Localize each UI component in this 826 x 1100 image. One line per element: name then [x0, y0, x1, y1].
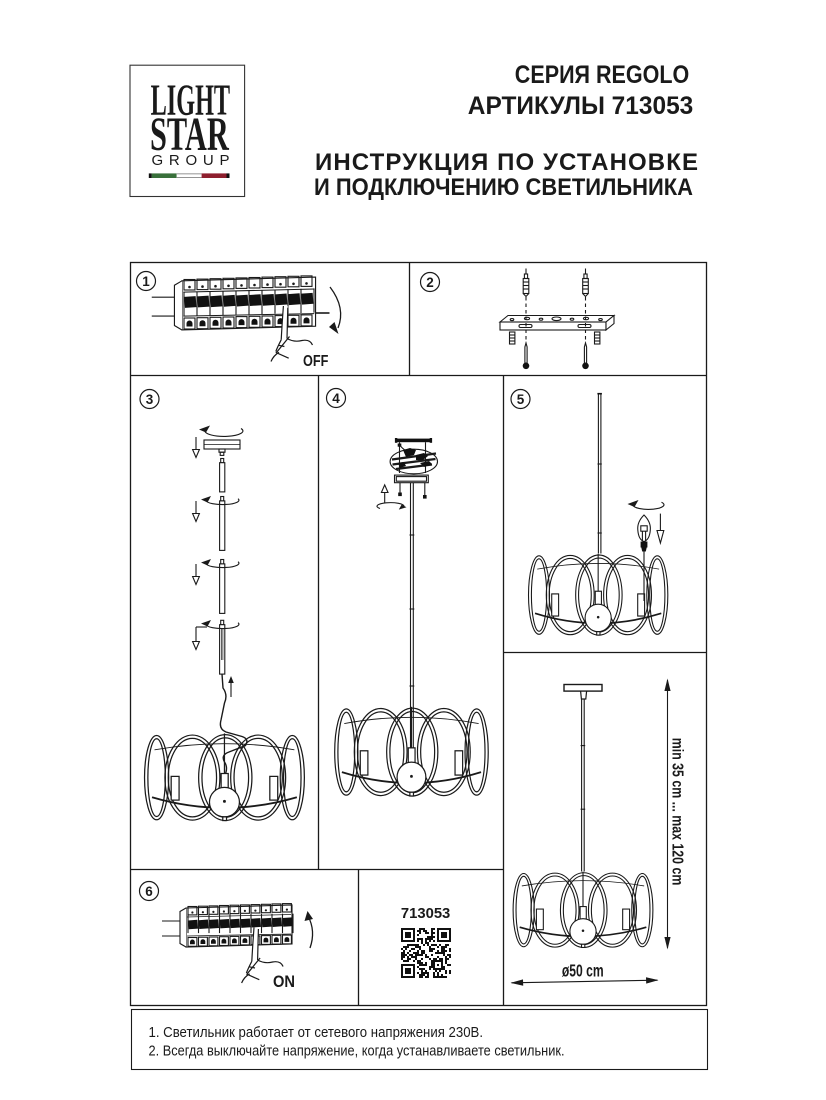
svg-text:713053: 713053 [401, 905, 450, 922]
svg-text:min 35 cm ... max 120 cm: min 35 cm ... max 120 cm [669, 738, 686, 886]
svg-text:И ПОДКЛЮЧЕНИЮ СВЕТИЛЬНИКА: И ПОДКЛЮЧЕНИЮ СВЕТИЛЬНИКА [314, 174, 693, 201]
svg-text:АРТИКУЛЫ 713053: АРТИКУЛЫ 713053 [468, 92, 694, 120]
svg-text:6: 6 [145, 884, 153, 899]
svg-text:LIGHT: LIGHT [151, 75, 231, 125]
svg-text:4: 4 [332, 391, 340, 406]
svg-text:2: 2 [426, 275, 434, 290]
svg-text:ИНСТРУКЦИЯ ПО УСТАНОВКЕ: ИНСТРУКЦИЯ ПО УСТАНОВКЕ [315, 149, 698, 176]
svg-text:ON: ON [273, 973, 295, 991]
svg-text:1: 1 [142, 274, 150, 289]
svg-text:2. Всегда выключайте напряжени: 2. Всегда выключайте напряжение, когда у… [149, 1043, 565, 1059]
svg-text:GROUP: GROUP [152, 152, 230, 169]
svg-text:OFF: OFF [303, 353, 329, 370]
svg-text:STAR: STAR [150, 107, 230, 160]
svg-text:СЕРИЯ REGOLO: СЕРИЯ REGOLO [515, 61, 690, 89]
svg-text:ø50 cm: ø50 cm [562, 961, 604, 981]
svg-text:5: 5 [517, 392, 525, 407]
svg-text:3: 3 [146, 392, 154, 407]
svg-text:1. Светильник работает от сете: 1. Светильник работает от сетевого напря… [149, 1025, 484, 1041]
